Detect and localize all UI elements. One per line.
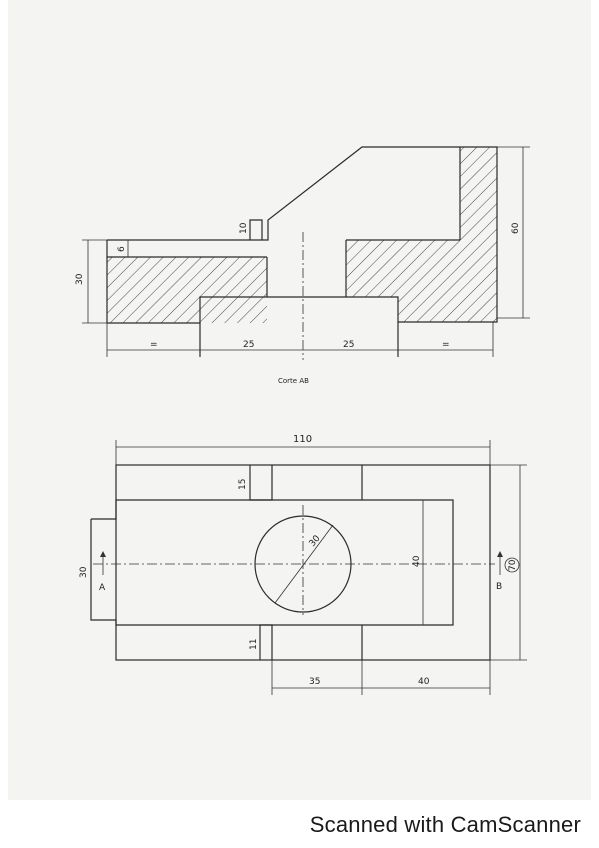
label-b: B — [496, 582, 502, 592]
dim-bottom-25b: 25 — [343, 340, 354, 350]
dim-bottom-35: 35 — [309, 677, 320, 687]
hatch-left — [107, 257, 267, 323]
plan-outer — [115, 464, 491, 661]
dim-bottom-left: = — [150, 340, 158, 350]
plan-view: 110 15 30 40 30 A 70 B 11 35 40 — [79, 434, 527, 695]
scanner-watermark: Scanned with CamScanner — [309, 812, 581, 837]
dim-width-total: 110 — [293, 434, 312, 445]
dim-height-left: 30 — [75, 273, 85, 285]
paper-sheet — [8, 0, 591, 800]
dim-bottom-small: 11 — [249, 639, 259, 650]
section-outline — [106, 146, 498, 324]
dim-bottom-25a: 25 — [243, 340, 254, 350]
hatch-right — [346, 147, 497, 322]
section-view: 30 60 6 10 = 25 25 = Corte AB — [75, 146, 530, 385]
plan-slot — [90, 499, 454, 626]
dim-small-h2: 10 — [239, 222, 249, 234]
dim-height-total: 60 — [511, 222, 521, 234]
dim-total-height: 70 — [508, 559, 518, 571]
dim-bottom-40: 40 — [418, 677, 430, 687]
dim-small-h1: 6 — [117, 246, 127, 252]
dim-slot-depth: 15 — [238, 479, 248, 490]
dim-circle-dia: 30 — [308, 534, 323, 549]
dim-left-height: 30 — [79, 566, 89, 578]
dim-slot-height: 40 — [412, 555, 422, 567]
label-a: A — [99, 583, 106, 593]
dim-bottom-right: = — [442, 340, 450, 350]
section-caption: Corte AB — [278, 377, 309, 385]
